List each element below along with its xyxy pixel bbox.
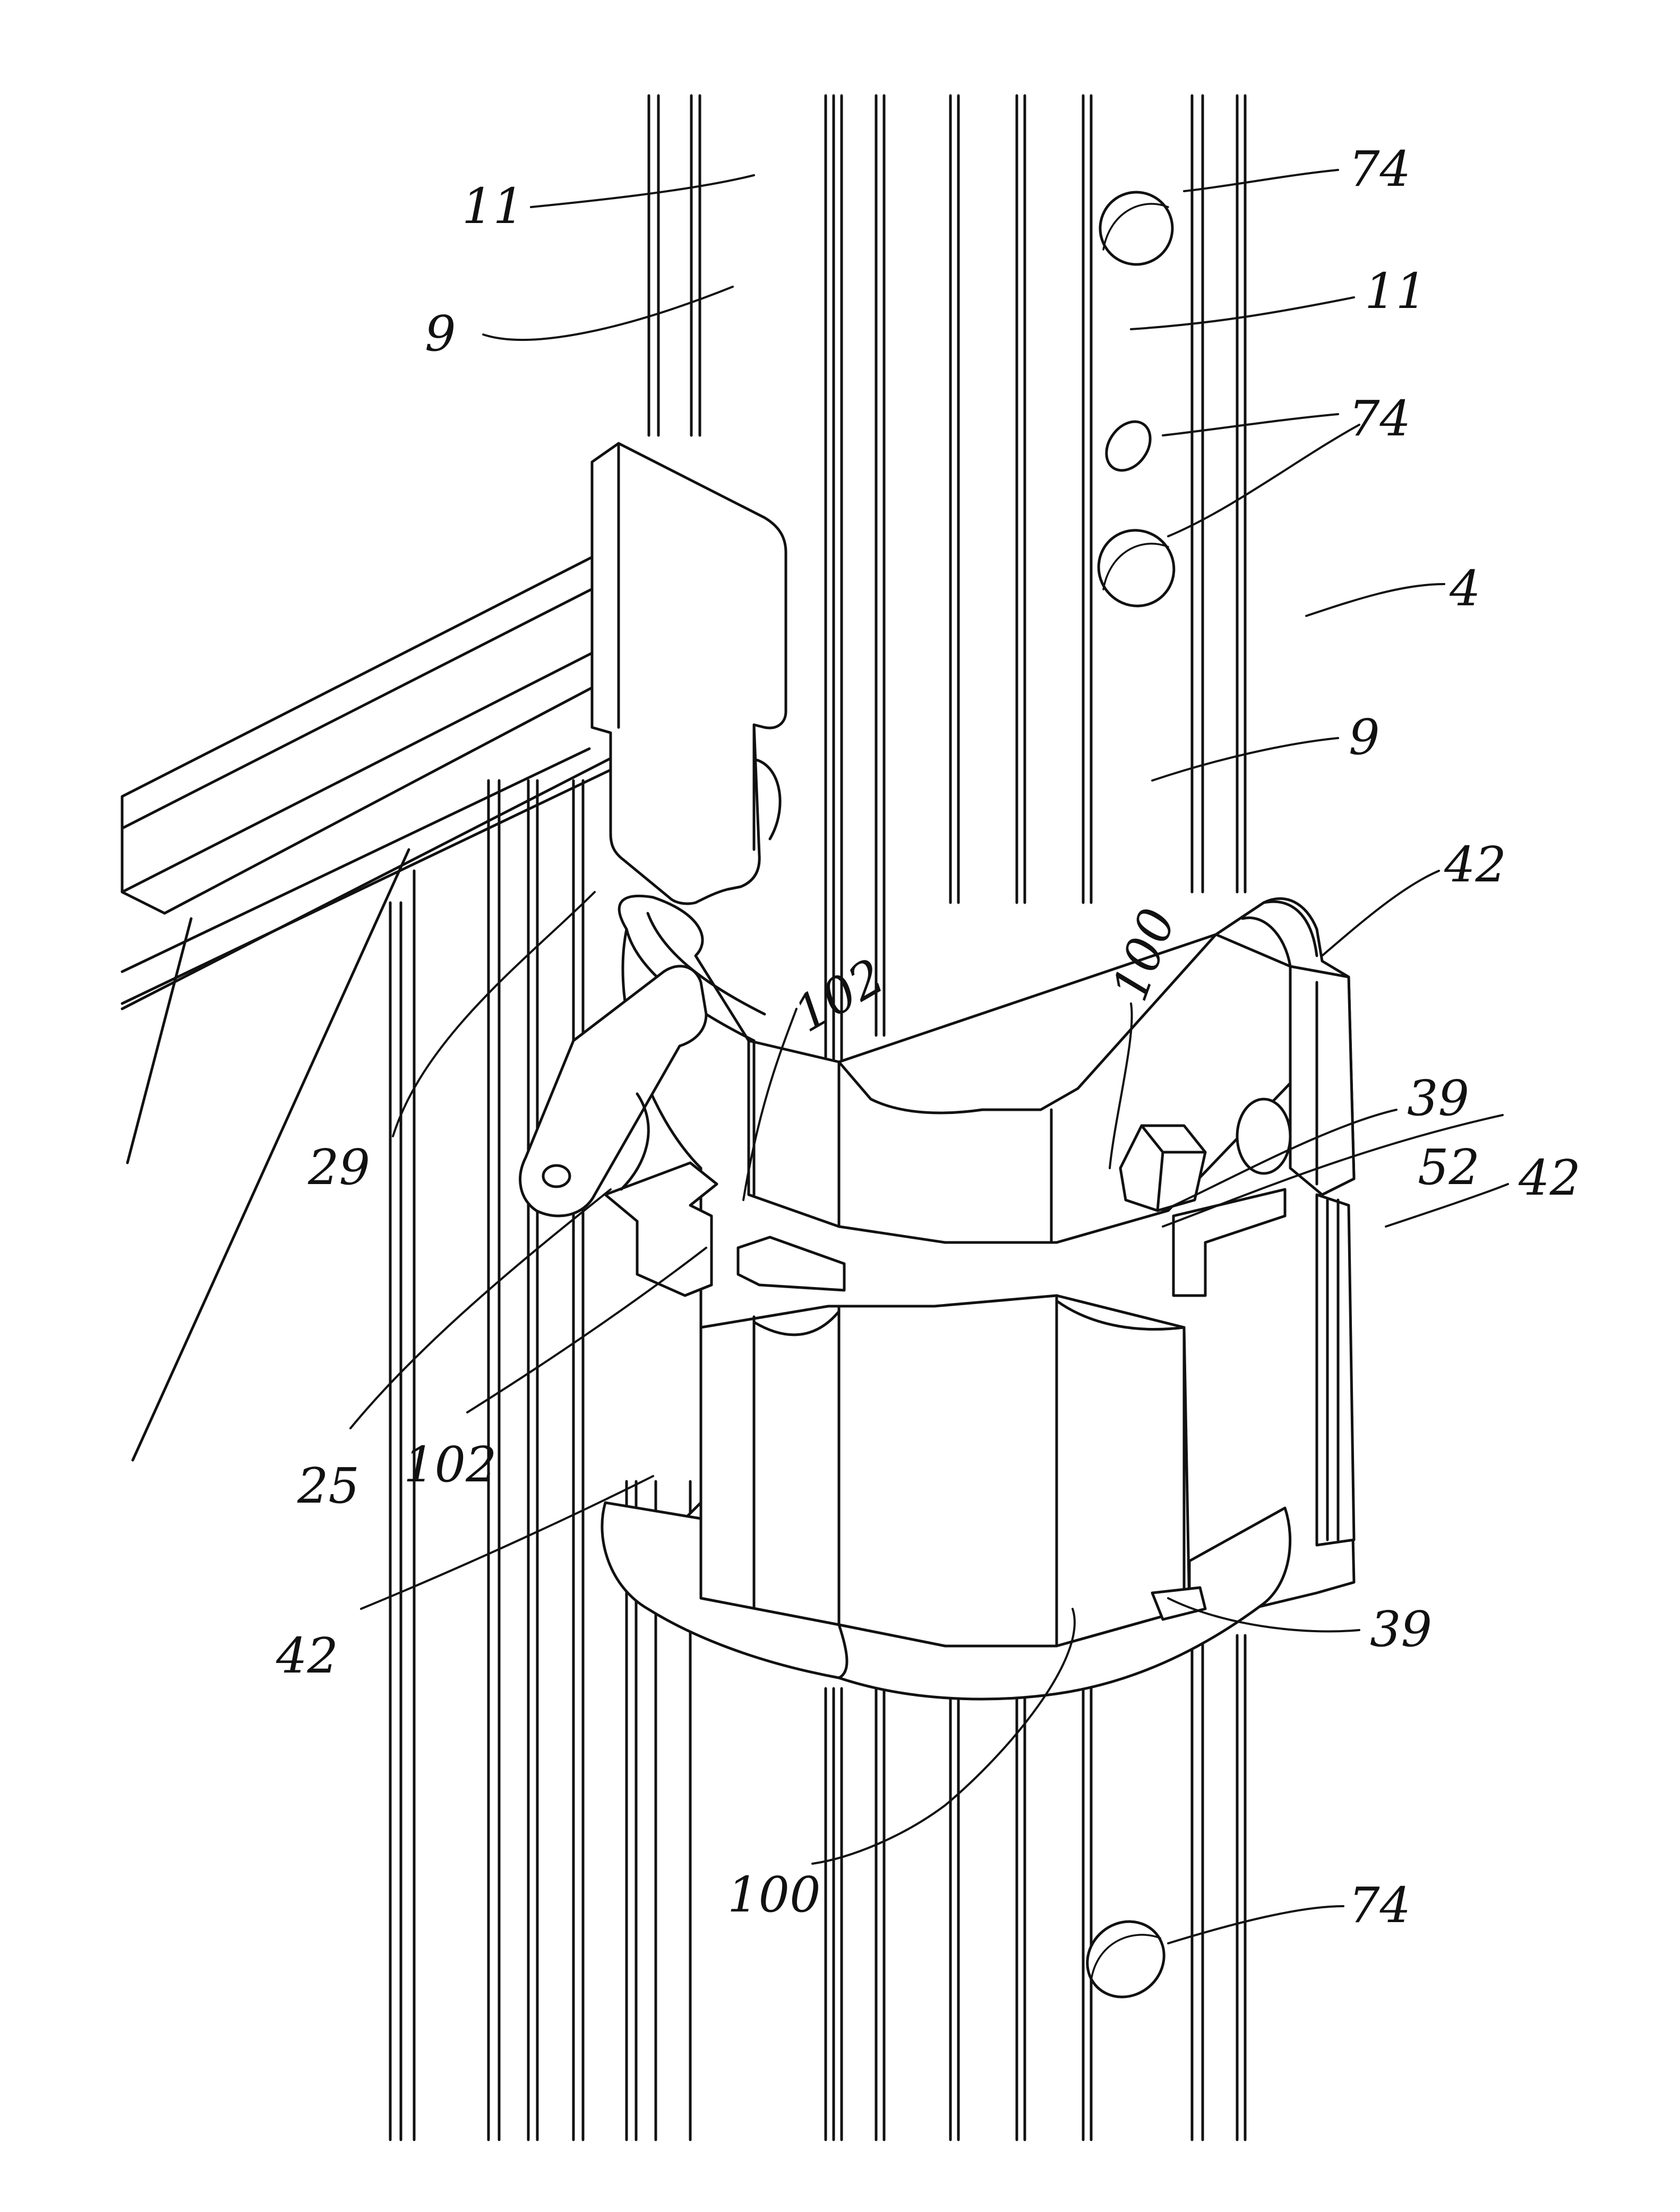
hole-mid	[1083, 515, 1189, 621]
label-74-top: 74	[1349, 141, 1411, 198]
label-9-top: 9	[425, 305, 456, 362]
label-102-lower: 102	[404, 1436, 497, 1493]
label-29: 29	[307, 1139, 370, 1196]
hole-top	[1085, 177, 1187, 279]
label-25: 25	[297, 1457, 359, 1514]
label-4: 4	[1449, 560, 1481, 617]
rail-end-bracket	[592, 443, 786, 904]
label-42-lower: 42	[276, 1627, 338, 1684]
label-102-upper: 102	[785, 948, 894, 1043]
label-9-right: 9	[1349, 709, 1380, 766]
label-11-right: 11	[1365, 263, 1427, 320]
label-52: 52	[1418, 1139, 1480, 1196]
label-39-upper: 39	[1407, 1070, 1469, 1127]
label-74-bottom: 74	[1349, 1877, 1411, 1934]
label-42-upper: 42	[1444, 836, 1506, 893]
label-39-lower: 39	[1370, 1601, 1432, 1658]
hole-bottom	[1072, 1906, 1179, 2013]
label-100-lower: 100	[727, 1866, 821, 1923]
label-74-mid: 74	[1349, 390, 1411, 447]
label-11-top: 11	[462, 178, 524, 235]
hole-small	[1098, 413, 1159, 478]
label-42-right: 42	[1518, 1150, 1581, 1206]
